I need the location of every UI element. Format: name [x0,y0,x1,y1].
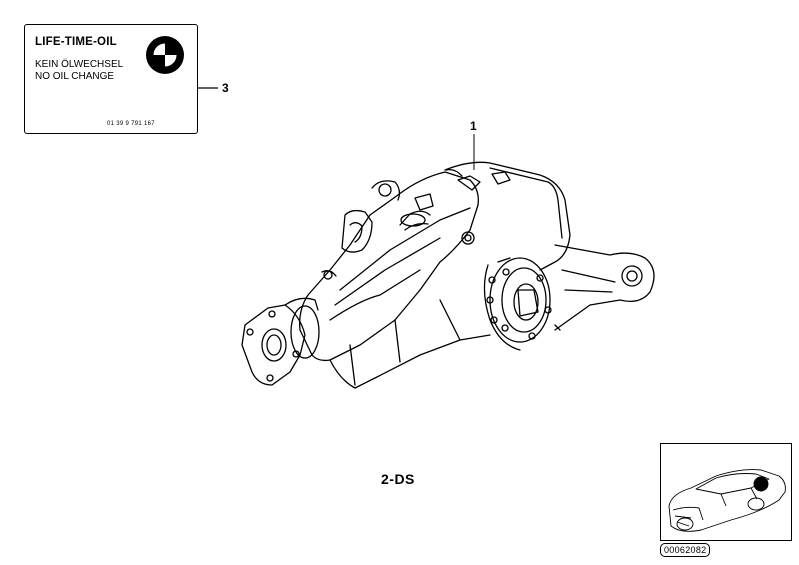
image-id: 00062082 [660,543,711,557]
callout-3: 3 [222,81,229,95]
label-text-german: KEIN ÖLWECHSEL [35,59,124,70]
diagram-code: 2-DS [381,471,415,487]
bmw-roundel-icon [146,36,184,74]
callout-1: 1 [470,119,477,133]
car-outline-icon [668,469,786,532]
label-text-english: NO OIL CHANGE [35,71,115,82]
oil-label: LIFE-TIME-OIL KEIN ÖLWECHSEL NO OIL CHAN… [24,24,198,134]
label-part-number: 01 39 9 791 167 [107,121,155,127]
label-title: LIFE-TIME-OIL [35,36,117,48]
vehicle-thumbnail[interactable] [660,443,792,541]
